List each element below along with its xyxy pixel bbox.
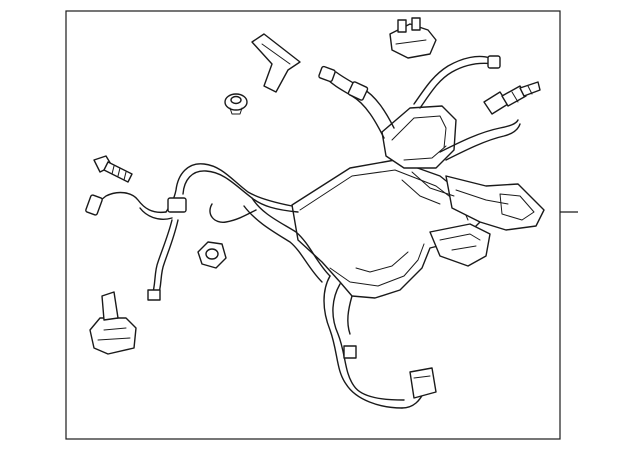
grommet-part bbox=[197, 241, 227, 269]
harness-wires-upper bbox=[318, 55, 521, 161]
connector-part-top bbox=[389, 17, 437, 59]
bolt-part bbox=[93, 155, 133, 183]
harness-wires-left bbox=[85, 163, 299, 301]
wiring-harness-main bbox=[291, 105, 545, 299]
connector-housing-part bbox=[89, 291, 137, 355]
push-pin-part bbox=[224, 93, 248, 115]
bracket-part bbox=[251, 33, 301, 93]
sensor-part bbox=[483, 81, 541, 115]
harness-wires-lower bbox=[243, 197, 437, 409]
diagram-frame bbox=[65, 10, 561, 440]
